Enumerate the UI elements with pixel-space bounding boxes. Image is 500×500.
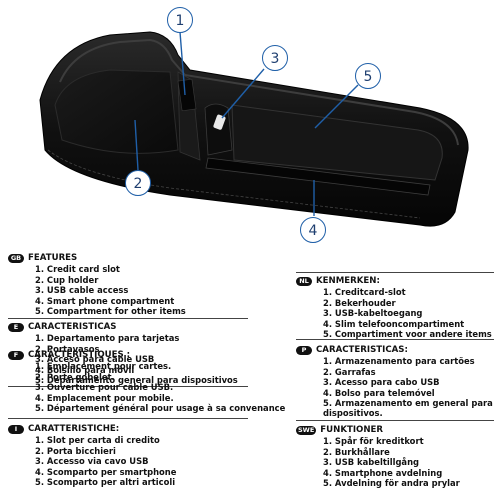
list-item: 2. Porte gobelet.: [35, 371, 115, 382]
list-item: 5. Departamento general para dispositivo…: [35, 375, 238, 386]
list-item: 3. Accesso via cavo USB: [35, 456, 149, 467]
list-item: 1. Spår för kreditkort: [323, 436, 424, 447]
language-badge: P: [296, 345, 312, 355]
language-badge: F: [8, 350, 24, 360]
divider: [8, 386, 248, 387]
general-compartment: [231, 104, 443, 181]
divider: [8, 418, 248, 419]
features-section-e: E CARACTERISTICAS 1. Departamento para ta…: [8, 322, 253, 385]
list-item: 2. Burkhållare: [323, 446, 390, 457]
language-badge: E: [8, 322, 24, 332]
features-section-f-real: F CARACTERISTIQUES : 1. Emplacement pour …: [8, 350, 293, 413]
list-item: 4. Bolsillo para móvil: [35, 364, 135, 375]
list-item: 4. Smart phone compartment: [35, 295, 175, 306]
list-item: 3. Acesso para cabo USB: [323, 377, 440, 388]
list-item: 3. Acceso para cable USB: [35, 354, 155, 365]
list-item: 4. Bolso para telemóvel: [323, 387, 435, 398]
phone-slot: [205, 157, 431, 196]
list-item: 5. Scomparto per altri articoli: [35, 477, 176, 488]
features-section-nl: NL KENMERKEN: 1. Creditcard-slot 2. Beker…: [296, 276, 496, 339]
product-photo: [39, 31, 469, 227]
list-item: 3. Ouverture pour câble USB.: [35, 382, 174, 393]
section-title: FUNKTIONER: [320, 425, 384, 435]
features-section-p: P CARACTERISTICAS: 1. Armazenamento para …: [296, 345, 496, 419]
language-badge: NL: [296, 276, 312, 286]
list-item: 5. Avdelning för andra prylar: [323, 478, 460, 489]
callout-5: 5: [355, 63, 381, 89]
list-item: 4. Emplacement pour mobile.: [35, 392, 174, 403]
usb-opening: [204, 103, 233, 156]
section-title: KENMERKEN:: [316, 276, 380, 286]
language-badge: GB: [8, 253, 24, 263]
divider: [296, 339, 494, 340]
list-item: 1. Armazenamento para cartões: [323, 356, 475, 367]
list-item: 4. Slim telefooncompartiment: [323, 318, 465, 329]
divider: [296, 272, 494, 273]
list-item: 2. Cup holder: [35, 274, 99, 285]
callout-3: 3: [262, 45, 288, 71]
list-item: 2. Portavasos: [35, 343, 100, 354]
card-slot: [177, 78, 197, 112]
list-item: 2. Garrafas: [323, 366, 376, 377]
features-section-i: I CARATTERISTICHE: 1. Slot per carta di c…: [8, 424, 248, 487]
list-item: 5. Compartment for other items: [35, 306, 186, 317]
list-item: 3. USB kabeltillgång: [323, 457, 420, 468]
divider: [8, 318, 248, 319]
language-badge: I: [8, 424, 24, 434]
list-item: 4. Smartphone avdelning: [323, 467, 443, 478]
callout-4: 4: [300, 217, 326, 243]
list-item: 3. USB cable access: [35, 285, 129, 296]
list-item: 3. USB-kabeltoegang: [323, 308, 423, 319]
section-title: CARACTERISTICAS:: [316, 345, 408, 355]
list-item: 1. Slot per carta di credito: [35, 435, 160, 446]
section-title: CARACTERISTIQUES :: [28, 350, 131, 360]
list-item: 2. Porta bicchieri: [35, 445, 116, 456]
list-item: 1. Departamento para tarjetas: [35, 333, 180, 344]
list-item: 5. Armazenamento em general para disposi…: [323, 398, 493, 419]
list-item: 5. Compartiment voor andere items: [323, 329, 492, 340]
features-section-gb: GB FEATURES 1. Credit card slot 2. Cup ho…: [8, 253, 248, 316]
list-item: 1. Emplacement pour cartes.: [35, 361, 172, 372]
list-item: 5. Département général pour usage à sa c…: [35, 403, 286, 414]
divider: [296, 420, 494, 421]
list-item: 4. Scomparto per smartphone: [35, 466, 177, 477]
section-title: CARATTERISTICHE:: [28, 424, 120, 434]
cup-holder-compartment: [54, 69, 179, 154]
section-title: FEATURES: [28, 253, 78, 263]
callout-1: 1: [167, 7, 193, 33]
callout-2: 2: [125, 170, 151, 196]
list-item: 2. Bekerhouder: [323, 297, 396, 308]
list-item: 1. Creditcard-slot: [323, 287, 406, 298]
language-badge: SWE: [296, 425, 317, 435]
section-title: CARACTERISTICAS: [28, 322, 117, 332]
list-item: 1. Credit card slot: [35, 264, 120, 275]
